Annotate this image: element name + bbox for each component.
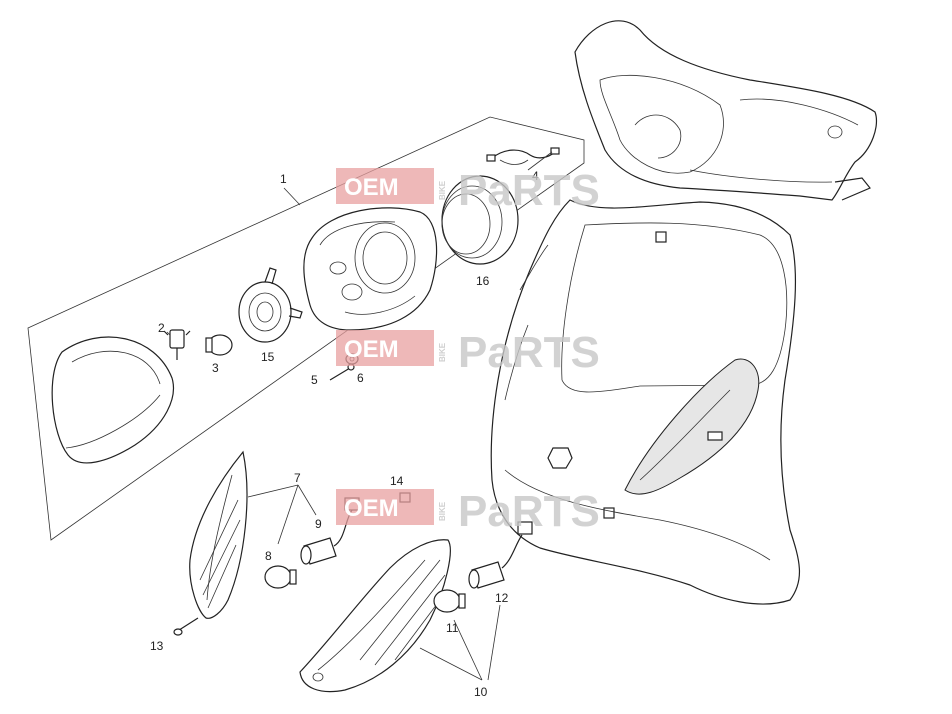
- headlight-housing: [303, 207, 438, 331]
- callout-7: 7: [294, 471, 301, 485]
- callout-5: 5: [311, 373, 318, 387]
- callout-numbers: 1 2 3 4 5 6 7 8 9 10 11 12 13 14 15 16: [150, 169, 539, 699]
- leader-lines: [166, 151, 553, 681]
- handlebar-cover: [574, 20, 877, 201]
- headlight-group-outline: [27, 116, 585, 541]
- indicator-socket-12: [468, 521, 533, 589]
- bulb-socket: [163, 329, 191, 360]
- bezel-ring: [441, 175, 519, 265]
- callout-3: 3: [212, 361, 219, 375]
- callout-11: 11: [446, 621, 459, 635]
- watermark-bike: BIKE: [438, 342, 447, 362]
- callout-10: 10: [474, 685, 488, 699]
- screw-13: [173, 617, 199, 636]
- bulb: [205, 334, 233, 356]
- callout-4: 4: [532, 169, 539, 183]
- left-indicator-lens: [189, 450, 248, 619]
- watermark-bike: BIKE: [438, 501, 447, 521]
- callout-14: 14: [390, 474, 404, 488]
- watermark-top: OEM BIKE PaRTS: [336, 166, 600, 215]
- front-leg-shield: [490, 199, 801, 605]
- callout-13: 13: [150, 639, 164, 653]
- callout-1: 1: [280, 172, 287, 186]
- callout-9: 9: [315, 517, 322, 531]
- indicator-bulb-8: [264, 565, 297, 589]
- watermark-bottom: OEM BIKE PaRTS: [336, 487, 600, 536]
- indicator-bulb-11: [433, 589, 466, 613]
- callout-2: 2: [158, 321, 165, 335]
- callout-12: 12: [495, 591, 509, 605]
- watermark-middle: OEM BIKE PaRTS: [336, 328, 600, 377]
- watermark-parts: PaRTS: [458, 328, 600, 377]
- watermark-parts: PaRTS: [458, 487, 600, 536]
- watermark-oem: OEM: [344, 336, 399, 363]
- screw-5: [329, 363, 355, 381]
- headlight-lens: [51, 336, 174, 464]
- callout-15: 15: [261, 350, 275, 364]
- headlight-holder-ring: [238, 267, 303, 343]
- watermark-parts: PaRTS: [458, 166, 600, 215]
- callout-8: 8: [265, 549, 272, 563]
- callout-6: 6: [357, 371, 364, 385]
- right-indicator-lens: [299, 539, 451, 693]
- callout-16: 16: [476, 274, 490, 288]
- wiring-harness: [486, 147, 560, 165]
- watermark-bike: BIKE: [438, 180, 447, 200]
- watermark-oem: OEM: [344, 174, 399, 201]
- watermark-oem: OEM: [344, 495, 399, 522]
